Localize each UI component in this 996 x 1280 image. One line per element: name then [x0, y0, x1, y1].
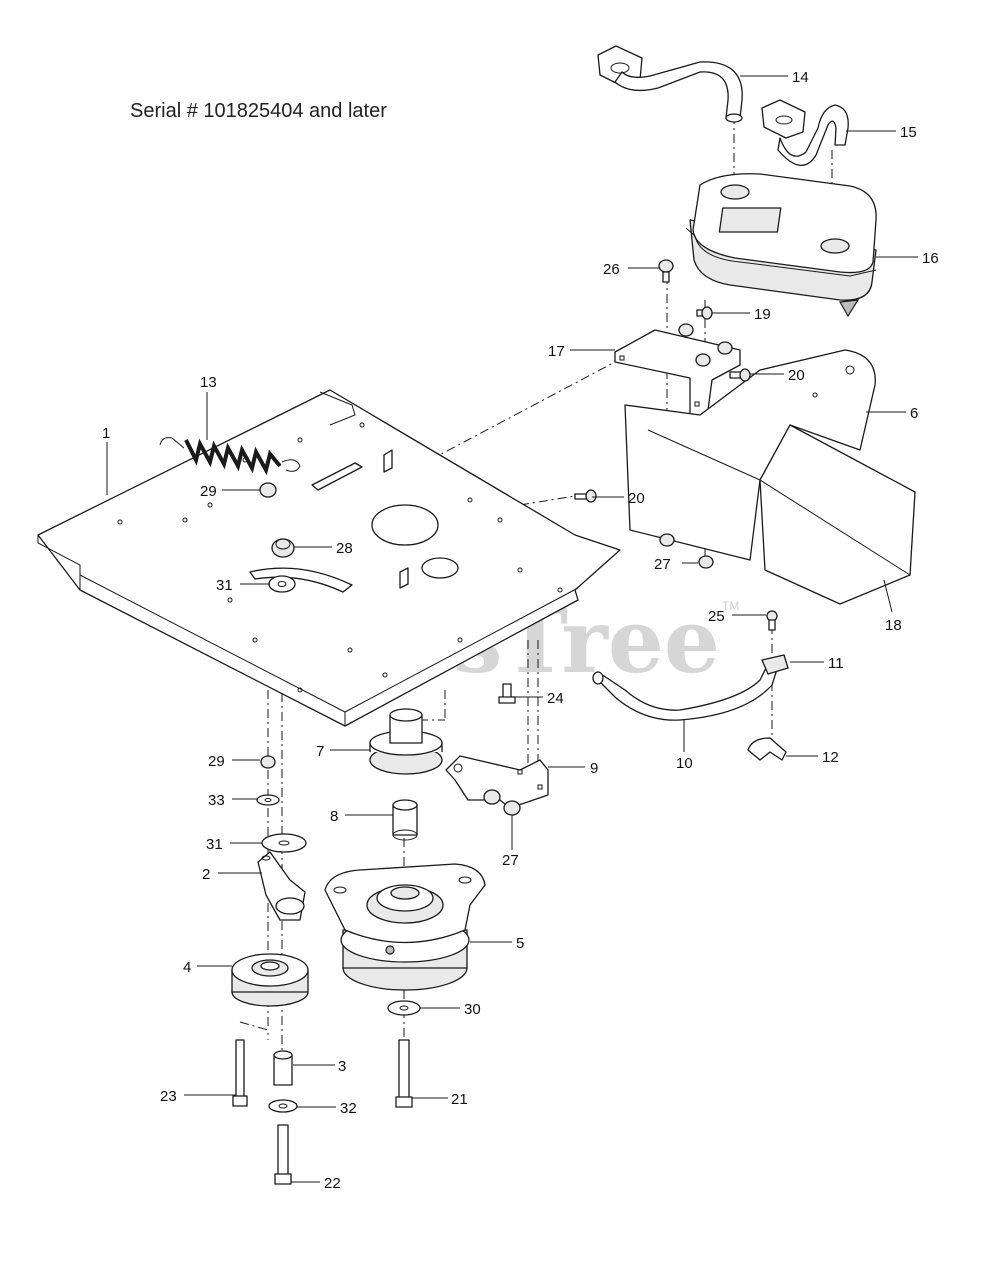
callout-21: 21 [451, 1091, 468, 1108]
callout-6: 6 [910, 405, 918, 422]
clamp-part-12 [747, 737, 787, 761]
callout-10: 10 [676, 755, 693, 772]
callout-30: 30 [464, 1001, 481, 1018]
callout-26: 26 [603, 261, 620, 278]
callout-27a: 27 [654, 556, 671, 573]
callout-23: 23 [160, 1088, 177, 1105]
callout-24: 24 [547, 690, 564, 707]
screw-part-25 [766, 610, 778, 631]
stud-part-24 [498, 683, 516, 704]
callout-29b: 29 [208, 753, 225, 770]
callout-29a: 29 [200, 483, 217, 500]
callout-12: 12 [822, 749, 839, 766]
callout-31b: 31 [206, 836, 223, 853]
callout-20a: 20 [788, 367, 805, 384]
callout-7: 7 [316, 743, 324, 760]
callout-labels: 1 13 29 28 31 29 33 31 2 4 23 3 32 22 21… [102, 69, 939, 1192]
callout-25: 25 [708, 608, 725, 625]
exhaust-pipe-part-15 [761, 99, 849, 166]
leader-lines [106, 75, 918, 1183]
callout-22: 22 [324, 1175, 341, 1192]
muffler-part-16 [685, 173, 877, 318]
bracket-part-9 [445, 755, 549, 816]
callout-16: 16 [922, 250, 939, 267]
deck-plate-part-1 [37, 389, 621, 727]
callout-14: 14 [792, 69, 809, 86]
callout-19: 19 [754, 306, 771, 323]
callout-31a: 31 [216, 577, 233, 594]
callout-9: 9 [590, 760, 598, 777]
callout-8: 8 [330, 808, 338, 825]
serial-note: Serial # 101825404 and later [130, 100, 387, 122]
watermark-tm: TM [722, 599, 739, 613]
callout-17: 17 [548, 343, 565, 360]
clutch-part-5 [324, 863, 486, 991]
callout-20b: 20 [628, 490, 645, 507]
callout-28: 28 [336, 540, 353, 557]
exhaust-pipe-part-14 [597, 45, 743, 123]
idler-stack [231, 755, 309, 1185]
hardware-right [574, 259, 751, 569]
washer-part-30 [387, 1000, 421, 1016]
callout-1: 1 [102, 425, 110, 442]
callout-33: 33 [208, 792, 225, 809]
callout-5: 5 [516, 935, 524, 952]
callout-3: 3 [338, 1058, 346, 1075]
spring-part-13 [159, 437, 301, 476]
callout-11: 11 [828, 655, 844, 672]
pulley-part-7 [369, 708, 443, 775]
callout-4: 4 [183, 959, 191, 976]
callout-18: 18 [885, 617, 902, 634]
callout-27b: 27 [502, 852, 519, 869]
callout-13: 13 [200, 374, 217, 391]
bolt-part-21 [395, 1039, 413, 1108]
callout-2: 2 [202, 866, 210, 883]
callout-15: 15 [900, 124, 917, 141]
hardware-upper-left [259, 482, 296, 593]
bushing-part-8 [392, 799, 418, 841]
callout-32: 32 [340, 1100, 357, 1117]
tube-part-10 [592, 654, 789, 721]
deflector-part-18 [759, 424, 916, 605]
